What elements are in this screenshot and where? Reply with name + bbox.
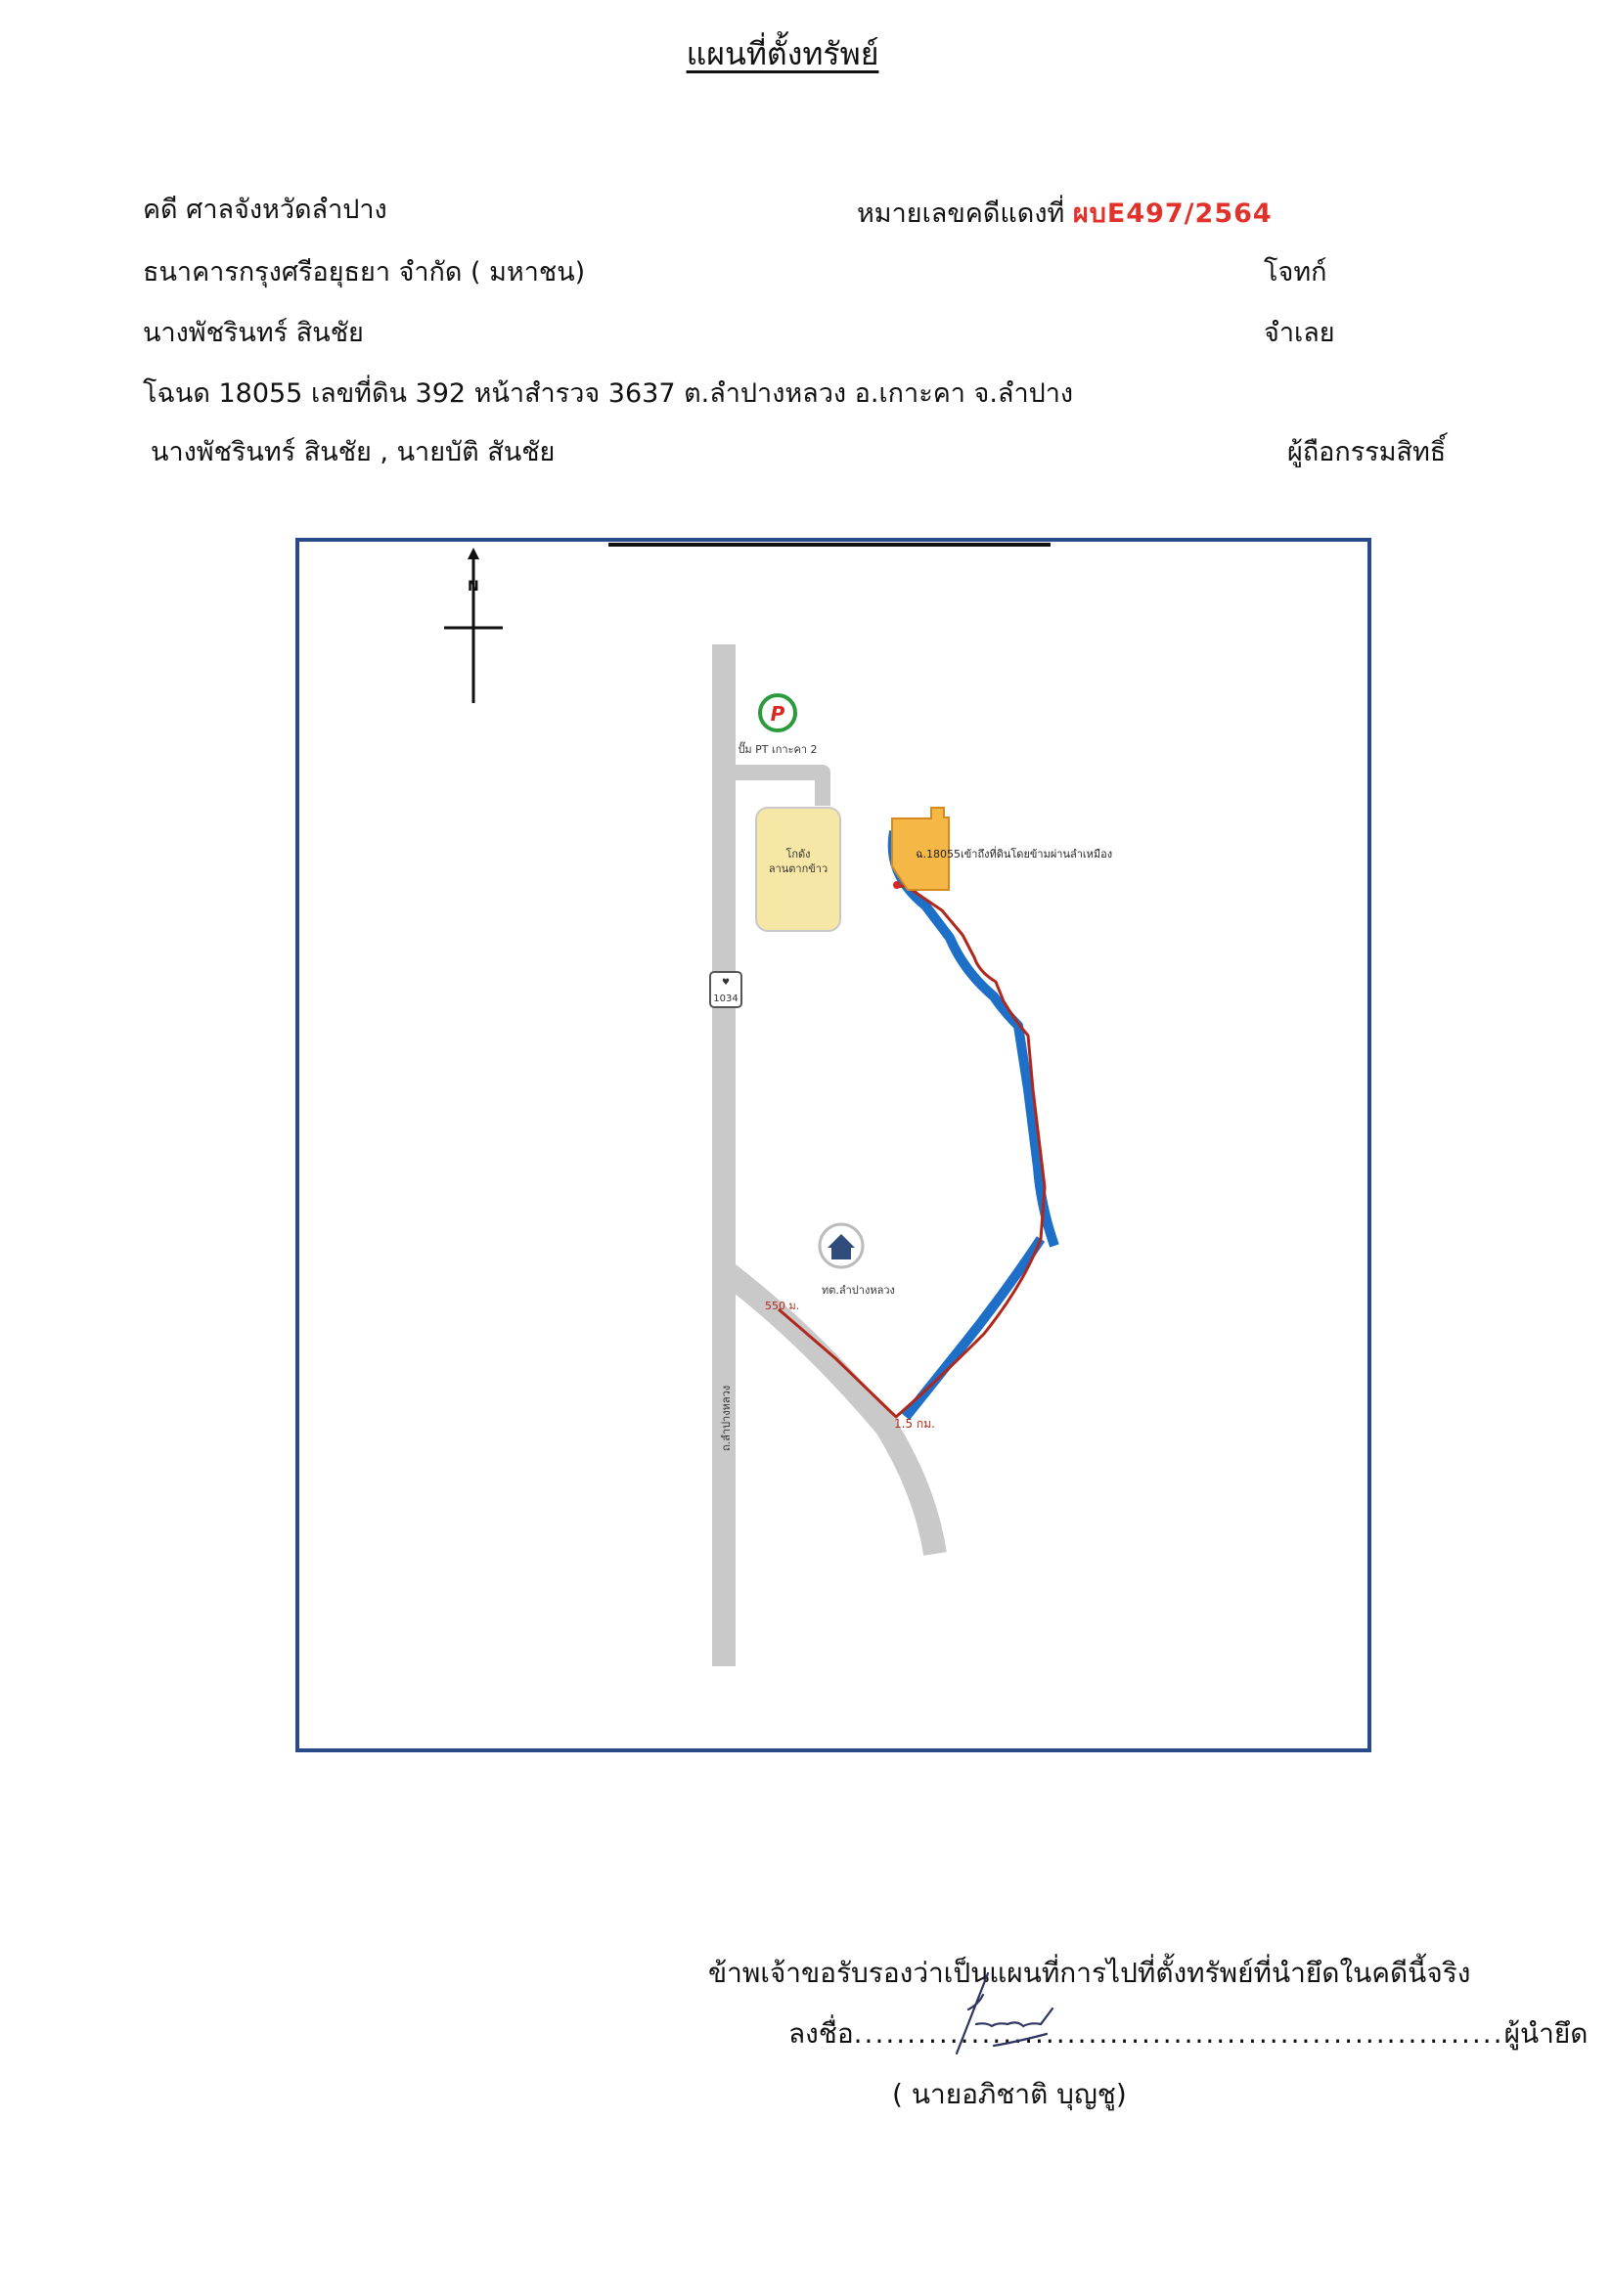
north-label: N: [468, 579, 479, 595]
gas-station-label: ปั๊ม PT เกาะคา 2: [738, 741, 817, 756]
signature-dots: ........................................…: [853, 2017, 1504, 2050]
office-label: ทต.ลำปางหลวง: [822, 1284, 895, 1297]
location-map: N โกดัง ลานตากข้าว P ปั๊ม PT เกาะคา 2 ♥ …: [295, 538, 1371, 1752]
land-parcel: ฉ.18055 เข้าถึงที่ดินโดยข้ามผ่านลำเหมือง: [891, 807, 1112, 891]
gas-station-access-road: [736, 765, 830, 806]
access-route-line: [778, 884, 1047, 1419]
route-shield-icon: ♥ 1034: [709, 971, 742, 1008]
page-title: แผนที่ตั้งทรัพย์: [686, 35, 879, 72]
route-number: 1034: [713, 993, 738, 1004]
municipal-office-icon: ทต.ลำปางหลวง: [818, 1222, 895, 1297]
red-case-label: หมายเลขคดีแดงที่ ผบE497/2564: [857, 192, 1273, 234]
plaintiff-name: ธนาคารกรุงศรีอยุธยา จำกัด ( มหาชน): [143, 257, 586, 287]
plaintiff-role: โจทก์: [1264, 257, 1327, 287]
distance-label-1: 550 ม.: [765, 1300, 799, 1312]
red-case-label-text: หมายเลขคดีแดงที่: [857, 199, 1065, 229]
sign-prefix: ลงชื่อ: [788, 2017, 854, 2050]
distance-label-2: 1.5 กม.: [894, 1417, 935, 1431]
warehouse-building: โกดัง ลานตากข้าว: [755, 807, 841, 932]
map-canvas: N โกดัง ลานตากข้าว P ปั๊ม PT เกาะคา 2 ♥ …: [444, 543, 1112, 1666]
canal-line-lower: [902, 1236, 1046, 1421]
sign-role: ผู้นำยึด: [1503, 2017, 1589, 2050]
parcel-note: เข้าถึงที่ดินโดยข้ามผ่านลำเหมือง: [961, 846, 1112, 861]
warehouse-label-1: โกดัง: [785, 847, 810, 861]
signature-line: ลงชื่อ..................................…: [788, 2012, 1588, 2055]
owners-role: ผู้ถือกรรมสิทธิ์: [1287, 437, 1447, 467]
defendant-role: จำเลย: [1264, 318, 1335, 348]
deed-line: โฉนด 18055 เลขที่ดิน 392 หน้าสำรวจ 3637 …: [143, 378, 1074, 409]
owners-names: นางพัชรินทร์ สินชัย , นายบัติ สันชัย: [151, 437, 556, 467]
court-name: คดี ศาลจังหวัดลำปาง: [143, 195, 387, 225]
branch-road: [716, 1260, 947, 1556]
warehouse-label-2: ลานตากข้าว: [769, 862, 828, 875]
north-arrow-icon: N: [444, 548, 503, 703]
road-network: [712, 644, 947, 1666]
certification-statement: ข้าพเจ้าขอรับรองว่าเป็นแผนที่การไปที่ตั้…: [708, 1957, 1471, 1989]
svg-text:♥: ♥: [722, 978, 730, 988]
red-case-number: ผบE497/2564: [1072, 199, 1273, 229]
gas-station-logo-icon: P ปั๊ม PT เกาะคา 2: [738, 693, 818, 756]
defendant-name: นางพัชรินทร์ สินชัย: [143, 318, 364, 348]
parcel-label: ฉ.18055: [916, 848, 961, 861]
signer-name: ( นายอภิชาติ บุญชู): [892, 2078, 1127, 2110]
parcel-marker-icon: [893, 881, 901, 889]
svg-text:P: P: [771, 702, 785, 726]
handwritten-signature-icon: [955, 1971, 1054, 2055]
road-label: ถ.ลำปางหลวง: [720, 1386, 733, 1451]
